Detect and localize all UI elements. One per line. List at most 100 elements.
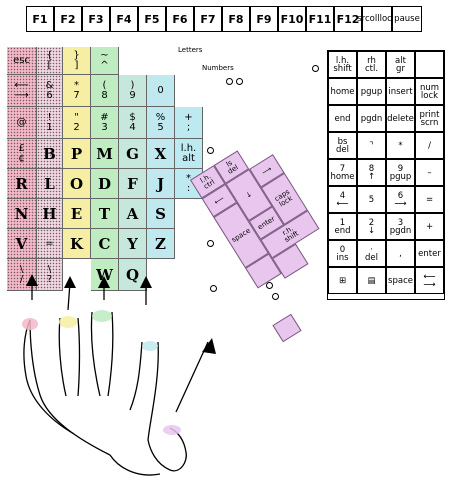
f12-key[interactable]: F12 [334,6,362,32]
toggle-dot-2[interactable] [236,78,243,85]
toggle-dot-6[interactable] [266,282,273,289]
key-q1[interactable]: \? [37,259,63,291]
numpad-key-1-1[interactable]: pgup [357,78,386,105]
key-b[interactable]: B [37,139,63,169]
numpad-key-4-1[interactable]: 8↑ [357,159,386,186]
key-hash3[interactable]: #3 [91,107,119,139]
key-f[interactable]: F [119,169,147,199]
pause-key[interactable]: pause [392,6,422,32]
key-back-tab[interactable]: ⟵⟶ [7,75,37,107]
numpad-key-6-3[interactable]: + [415,213,444,240]
toggle-dot-1[interactable] [226,78,233,85]
key-l[interactable]: L [37,169,63,199]
numpad-key-2-0[interactable]: end [328,105,357,132]
key-g[interactable]: G [119,139,147,169]
key-zero[interactable]: 0 [147,75,175,107]
f5-key[interactable]: F5 [138,6,166,32]
key-p[interactable]: P [63,139,91,169]
scroll-lock-key[interactable]: srcoll lock [357,6,397,32]
key-paren9[interactable]: )9 [119,75,147,107]
numpad-key-2-2[interactable]: delete [386,105,415,132]
numpad-key-8-0[interactable]: ⊞ [328,267,357,294]
numpad-key-2-1[interactable]: pgdn [357,105,386,132]
key-eq[interactable]: = [37,229,63,259]
key-x[interactable]: X [147,139,175,169]
numpad-key-3-3[interactable]: / [415,132,444,159]
key-d[interactable]: D [91,169,119,199]
key-m[interactable]: M [91,139,119,169]
key-lh-alt[interactable]: l.h.alt [175,139,203,169]
f3-key[interactable]: F3 [82,6,110,32]
f7-key[interactable]: F7 [194,6,222,32]
key-e[interactable]: E [63,199,91,229]
key-excl[interactable]: !1 [37,107,63,139]
toggle-dot-7[interactable] [272,293,279,300]
f1-key[interactable]: F1 [26,6,54,32]
f2-key[interactable]: F2 [54,6,82,32]
key-t[interactable]: T [91,199,119,229]
key-o[interactable]: O [63,169,91,199]
toggle-dot-3[interactable] [312,65,319,72]
key-h[interactable]: H [37,199,63,229]
numpad-key-7-3[interactable]: enter [415,240,444,267]
key-a[interactable]: A [119,199,147,229]
key-brack-r[interactable]: }] [63,47,91,75]
numpad-key-6-1[interactable]: 2↓ [357,213,386,240]
key-quote2[interactable]: "2 [63,107,91,139]
f4-key[interactable]: F4 [110,6,138,32]
numpad-key-5-0[interactable]: 4⟵ [328,186,357,213]
numpad-key-7-1[interactable]: ·del [357,240,386,267]
key-j[interactable]: J [147,169,175,199]
key-c[interactable]: C [91,229,119,259]
key-s[interactable]: S [147,199,175,229]
key-v[interactable]: V [7,229,37,259]
f8-key[interactable]: F8 [222,6,250,32]
numpad-key-7-2[interactable]: , [386,240,415,267]
numpad-key-0-3[interactable] [415,51,444,78]
numpad-key-5-1[interactable]: 5 [357,186,386,213]
numpad-key-5-3[interactable]: = [415,186,444,213]
numpad-key-1-0[interactable]: home [328,78,357,105]
key-pound[interactable]: £¢ [7,139,37,169]
numpad-key-1-2[interactable]: insert [386,78,415,105]
key-dollar4[interactable]: $4 [119,107,147,139]
toggle-dot-8[interactable] [210,285,217,292]
key-seven[interactable]: *7 [63,75,91,107]
numpad-key-8-2[interactable]: space [386,267,415,294]
f9-key[interactable]: F9 [250,6,278,32]
key-esc[interactable]: esc [7,47,37,75]
key-amp7[interactable]: &6 [37,75,63,107]
toggle-dot-4[interactable] [207,147,214,154]
key-r[interactable]: R [7,169,37,199]
f10-key[interactable]: F10 [278,6,306,32]
numpad-key-3-2[interactable]: * [386,132,415,159]
key-pct5[interactable]: %5 [147,107,175,139]
f11-key[interactable]: F11 [306,6,334,32]
toggle-dot-5[interactable] [207,240,214,247]
numpad-key-4-3[interactable]: – [415,159,444,186]
key-paren8[interactable]: (8 [91,75,119,107]
numpad-key-8-3[interactable]: ⟵⟶ [415,267,444,294]
key-y[interactable]: Y [119,229,147,259]
key-z[interactable]: Z [147,229,175,259]
numpad-key-8-1[interactable]: ▤ [357,267,386,294]
numpad-key-5-2[interactable]: 6⟶ [386,186,415,213]
numpad-key-0-0[interactable]: l.h.shift [328,51,357,78]
f6-key[interactable]: F6 [166,6,194,32]
key-at[interactable]: @ [7,107,37,139]
key-tilde[interactable]: ~^ [91,47,119,75]
key-n[interactable]: N [7,199,37,229]
numpad-key-3-1[interactable]: ⌝ [357,132,386,159]
key-brace-l[interactable]: {[ [37,47,63,75]
key-k[interactable]: K [63,229,91,259]
